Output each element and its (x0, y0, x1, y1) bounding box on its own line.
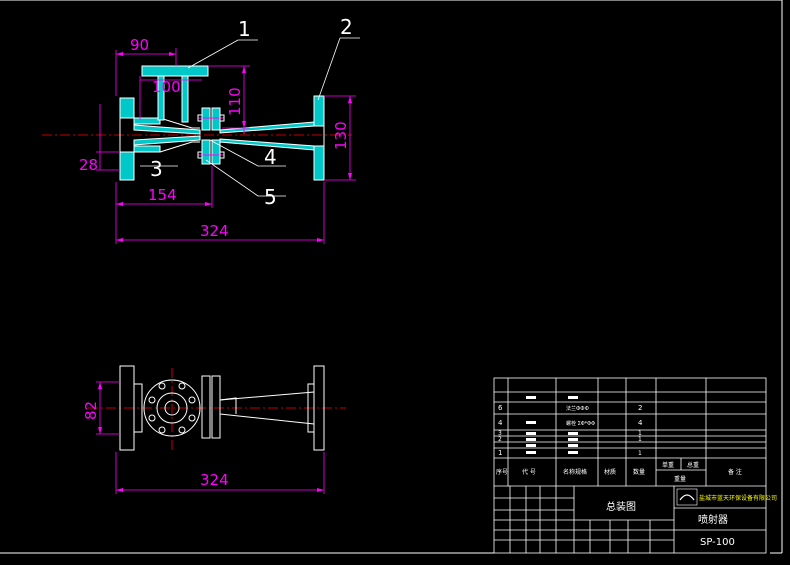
row-desc-4: 螺栓 ΣΦ*ΦΦ (566, 420, 595, 427)
top-inlet-section (141, 65, 209, 123)
plan-dimension-arrows (98, 382, 324, 492)
dim-130: 130 (332, 121, 350, 150)
balloon-1: 1 (238, 17, 251, 41)
header-material: 材质 (604, 468, 616, 476)
balloon-2: 2 (340, 15, 353, 39)
header-qty: 数量 (633, 468, 645, 476)
bolt-hole (158, 426, 166, 434)
balloon-5: 5 (264, 185, 277, 209)
dim-28: 28 (79, 156, 98, 174)
row-no-1: 1 (498, 449, 502, 457)
company-logo-icon (676, 488, 698, 506)
row-no-3: 3 (498, 430, 502, 437)
plan-view: 82 324 (82, 365, 346, 494)
bolt-hole (188, 396, 196, 404)
header-name: 名称规格 (563, 468, 587, 476)
row-qty-3: 1 (638, 430, 642, 437)
row-no-6: 6 (498, 404, 503, 412)
plan-middle-flange (201, 375, 211, 439)
title-block: 6 法兰ФФФ 2 4 螺栓 ΣΦ*ΦΦ 4 3 1 2 1 1 1 序号 代 … (493, 377, 777, 554)
dim-90: 90 (130, 36, 149, 54)
row-qty-6: 2 (638, 404, 642, 412)
bolt-hole (188, 414, 196, 422)
drawing-name: 总装图 (606, 500, 636, 513)
front-leader-lines (140, 37, 360, 197)
header-total-weight: 总重 (687, 461, 699, 469)
left-flange-section (119, 97, 135, 181)
row-qty-4: 4 (638, 419, 643, 427)
product-name: 喷射器 (698, 514, 728, 526)
suction-chamber-section (133, 117, 201, 153)
front-view: 90 100 110 130 28 154 324 1 2 3 4 5 (42, 15, 360, 244)
row-no-4: 4 (498, 419, 503, 427)
header-weight: 重量 (674, 475, 686, 483)
header-seq: 序号 (496, 468, 508, 476)
row-qty-1: 1 (638, 450, 642, 457)
dim-82: 82 (82, 401, 100, 420)
row-qty-2: 1 (638, 436, 642, 443)
bolt-hole (178, 426, 186, 434)
dim-324-plan: 324 (200, 471, 229, 489)
drawing-frame (0, 0, 783, 554)
balloon-4: 4 (264, 145, 277, 169)
drawing-code: SP-100 (700, 537, 735, 548)
balloon-3: 3 (150, 157, 163, 181)
parts-code-marks (526, 396, 578, 454)
right-flange-section (313, 95, 325, 181)
bolt-hole (158, 382, 166, 390)
dim-100: 100 (152, 78, 181, 96)
header-unit-weight: 单重 (662, 461, 674, 469)
bolt-hole (148, 396, 156, 404)
row-desc-6: 法兰ФФФ (566, 405, 590, 412)
front-dimension-arrows (116, 52, 352, 242)
row-no-2: 2 (498, 436, 502, 443)
dim-324-front: 324 (200, 222, 229, 240)
middle-flange-section (197, 107, 225, 165)
bolt-hole (148, 414, 156, 422)
bolt-hole (178, 382, 186, 390)
dim-110: 110 (226, 87, 244, 116)
plan-round-flange (143, 379, 201, 437)
company-name: 盐城市蓝天环保设备有限公司 (699, 494, 777, 502)
front-dimension-lines (96, 48, 356, 244)
dim-154: 154 (148, 186, 177, 204)
header-remarks: 备 注 (728, 468, 742, 476)
header-code: 代 号 (522, 468, 536, 476)
